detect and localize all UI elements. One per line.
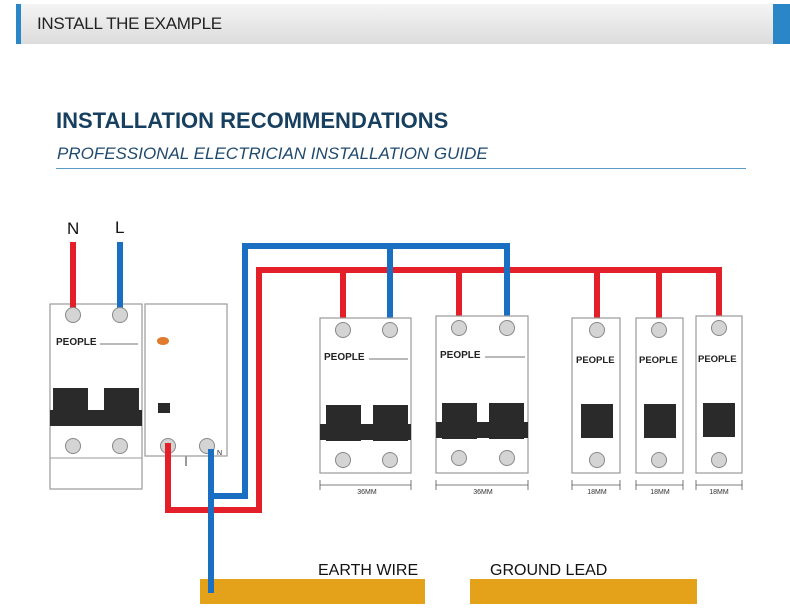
rcd-terminal-n: N xyxy=(217,450,222,457)
ground-lead-label: GROUND LEAD xyxy=(490,562,607,579)
breaker-36mm-1: PEOPLE 36MM xyxy=(319,317,412,496)
breaker-18mm-1: PEOPLE 18MM xyxy=(571,317,621,496)
banner-title: INSTALL THE EXAMPLE xyxy=(37,14,222,33)
terminal-label-n: N xyxy=(67,219,79,238)
width-label: 36MM xyxy=(357,489,377,496)
test-button xyxy=(157,337,169,345)
live-bus-wire xyxy=(165,267,722,513)
banner-accent xyxy=(773,4,790,44)
main-breaker-brand: PEOPLE xyxy=(56,337,97,348)
earth-wire-bar xyxy=(200,579,425,604)
ground-lead-bar xyxy=(470,579,697,604)
page-title: INSTALLATION RECOMMENDATIONS xyxy=(56,108,449,133)
breaker-brand: PEOPLE xyxy=(698,354,737,365)
breaker-18mm-3: PEOPLE 18MM xyxy=(695,315,743,496)
width-label: 36MM xyxy=(473,489,493,496)
breaker-18mm-2: PEOPLE 18MM xyxy=(635,317,684,496)
breaker-brand: PEOPLE xyxy=(324,352,365,363)
width-label: 18MM xyxy=(587,489,607,496)
title-divider xyxy=(56,168,746,169)
breaker-brand: PEOPLE xyxy=(639,355,678,366)
width-label: 18MM xyxy=(650,489,670,496)
earth-wire-label: EARTH WIRE xyxy=(318,562,418,579)
terminal-label-l: L xyxy=(115,218,124,237)
page-subtitle: PROFESSIONAL ELECTRICIAN INSTALLATION GU… xyxy=(57,144,488,163)
breaker-brand: PEOPLE xyxy=(440,350,481,361)
breaker-36mm-2: PEOPLE 36MM xyxy=(435,315,529,496)
rcd-module: N xyxy=(144,303,228,466)
neutral-bus-wire xyxy=(208,243,510,499)
main-breaker-2p: PEOPLE xyxy=(49,303,143,490)
header-banner: INSTALL THE EXAMPLE xyxy=(16,4,790,44)
width-label: 18MM xyxy=(709,489,729,496)
breaker-brand: PEOPLE xyxy=(576,355,615,366)
